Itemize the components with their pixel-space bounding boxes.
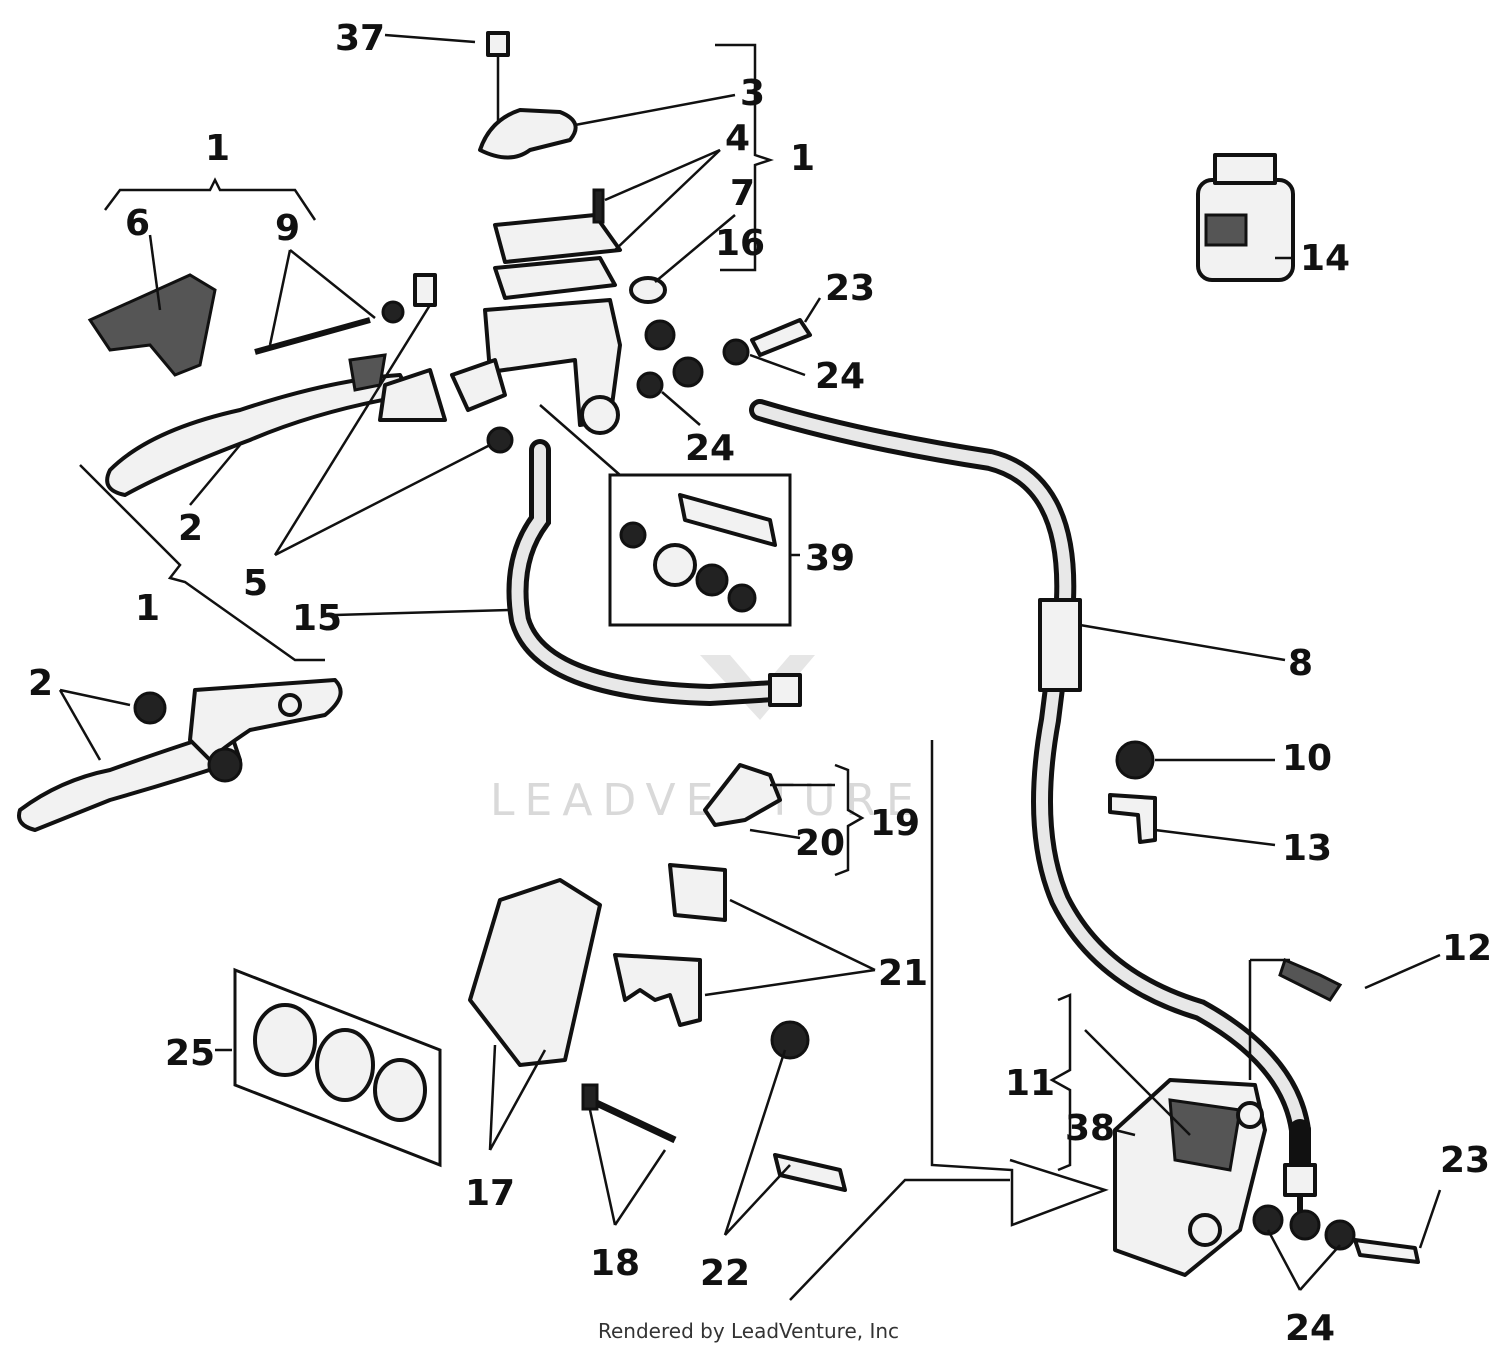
footer-credit: Rendered by LeadVenture, Inc xyxy=(598,1319,899,1343)
callout-11: 11 xyxy=(1005,1063,1055,1104)
callout-1-guard: 1 xyxy=(205,128,230,169)
callout-23-top: 23 xyxy=(825,268,875,309)
callout-2-lower: 2 xyxy=(28,663,53,704)
callout-17: 17 xyxy=(465,1173,515,1214)
callout-7: 7 xyxy=(730,173,755,214)
seal-kit-25 xyxy=(233,967,442,1168)
callouts: 37 3 4 1 7 16 1 6 9 23 24 24 14 2 5 39 1… xyxy=(28,18,1492,1349)
brake-fluid-bottle-14 xyxy=(1196,153,1295,282)
part-13 xyxy=(1108,793,1157,844)
brake-hose-8 xyxy=(749,399,1311,1141)
callout-9: 9 xyxy=(275,208,300,249)
watermark: LEADVENTURE xyxy=(490,655,924,826)
stop-switch-wire-15 xyxy=(506,439,802,707)
master-cylinder-bore xyxy=(580,395,620,435)
callout-21: 21 xyxy=(878,953,928,994)
reservoir-cap-7 xyxy=(629,276,667,304)
callout-24-bottom: 24 xyxy=(1285,1308,1335,1349)
callout-20: 20 xyxy=(795,823,845,864)
reservoir-plate xyxy=(493,256,617,300)
callout-38: 38 xyxy=(1065,1108,1115,1149)
callout-6: 6 xyxy=(125,203,150,244)
banjo-bolt-23-top xyxy=(750,318,812,357)
callout-18: 18 xyxy=(590,1243,640,1284)
callout-37: 37 xyxy=(335,18,385,59)
callout-10: 10 xyxy=(1282,738,1332,779)
callout-23-bottom: 23 xyxy=(1440,1140,1490,1181)
brake-lever-upper xyxy=(87,273,514,497)
watermark-text: LEADVENTURE xyxy=(490,775,924,826)
brake-lever-lower xyxy=(17,678,343,832)
pad-spring-21a xyxy=(668,863,727,922)
callout-39: 39 xyxy=(805,538,855,579)
callout-24-top-mid: 24 xyxy=(685,428,735,469)
callout-5: 5 xyxy=(243,563,268,604)
callout-12: 12 xyxy=(1442,928,1492,969)
part-19-20 xyxy=(703,763,782,827)
callout-24-top-right: 24 xyxy=(815,356,865,397)
lever-pivot-block xyxy=(450,358,507,412)
leader-lines xyxy=(58,33,1442,1291)
callout-3: 3 xyxy=(740,73,765,114)
callout-25: 25 xyxy=(165,1033,215,1074)
callout-13: 13 xyxy=(1282,828,1332,869)
part-10 xyxy=(1115,740,1155,780)
clamp-3 xyxy=(478,108,578,160)
callout-15: 15 xyxy=(292,598,342,639)
pad-spring-21b xyxy=(613,953,702,1027)
repair-kit-39 xyxy=(608,473,792,627)
callout-8: 8 xyxy=(1288,643,1313,684)
callout-1-lever: 1 xyxy=(135,588,160,629)
master-cylinder xyxy=(450,31,812,435)
brake-pads-17 xyxy=(468,878,602,1067)
callout-4: 4 xyxy=(725,118,750,159)
callout-2-top: 2 xyxy=(178,508,203,549)
reservoir-cover xyxy=(493,213,622,264)
callout-1-master: 1 xyxy=(790,138,815,179)
callout-19: 19 xyxy=(870,803,920,844)
lever-guard-6 xyxy=(87,273,217,377)
bolt-37 xyxy=(486,31,510,57)
pivot-bolt xyxy=(413,273,437,307)
nut-16 xyxy=(644,319,676,351)
brake-caliper-11 xyxy=(1113,957,1420,1277)
callout-22: 22 xyxy=(700,1253,750,1294)
callout-16: 16 xyxy=(715,223,765,264)
callout-14: 14 xyxy=(1300,238,1350,279)
